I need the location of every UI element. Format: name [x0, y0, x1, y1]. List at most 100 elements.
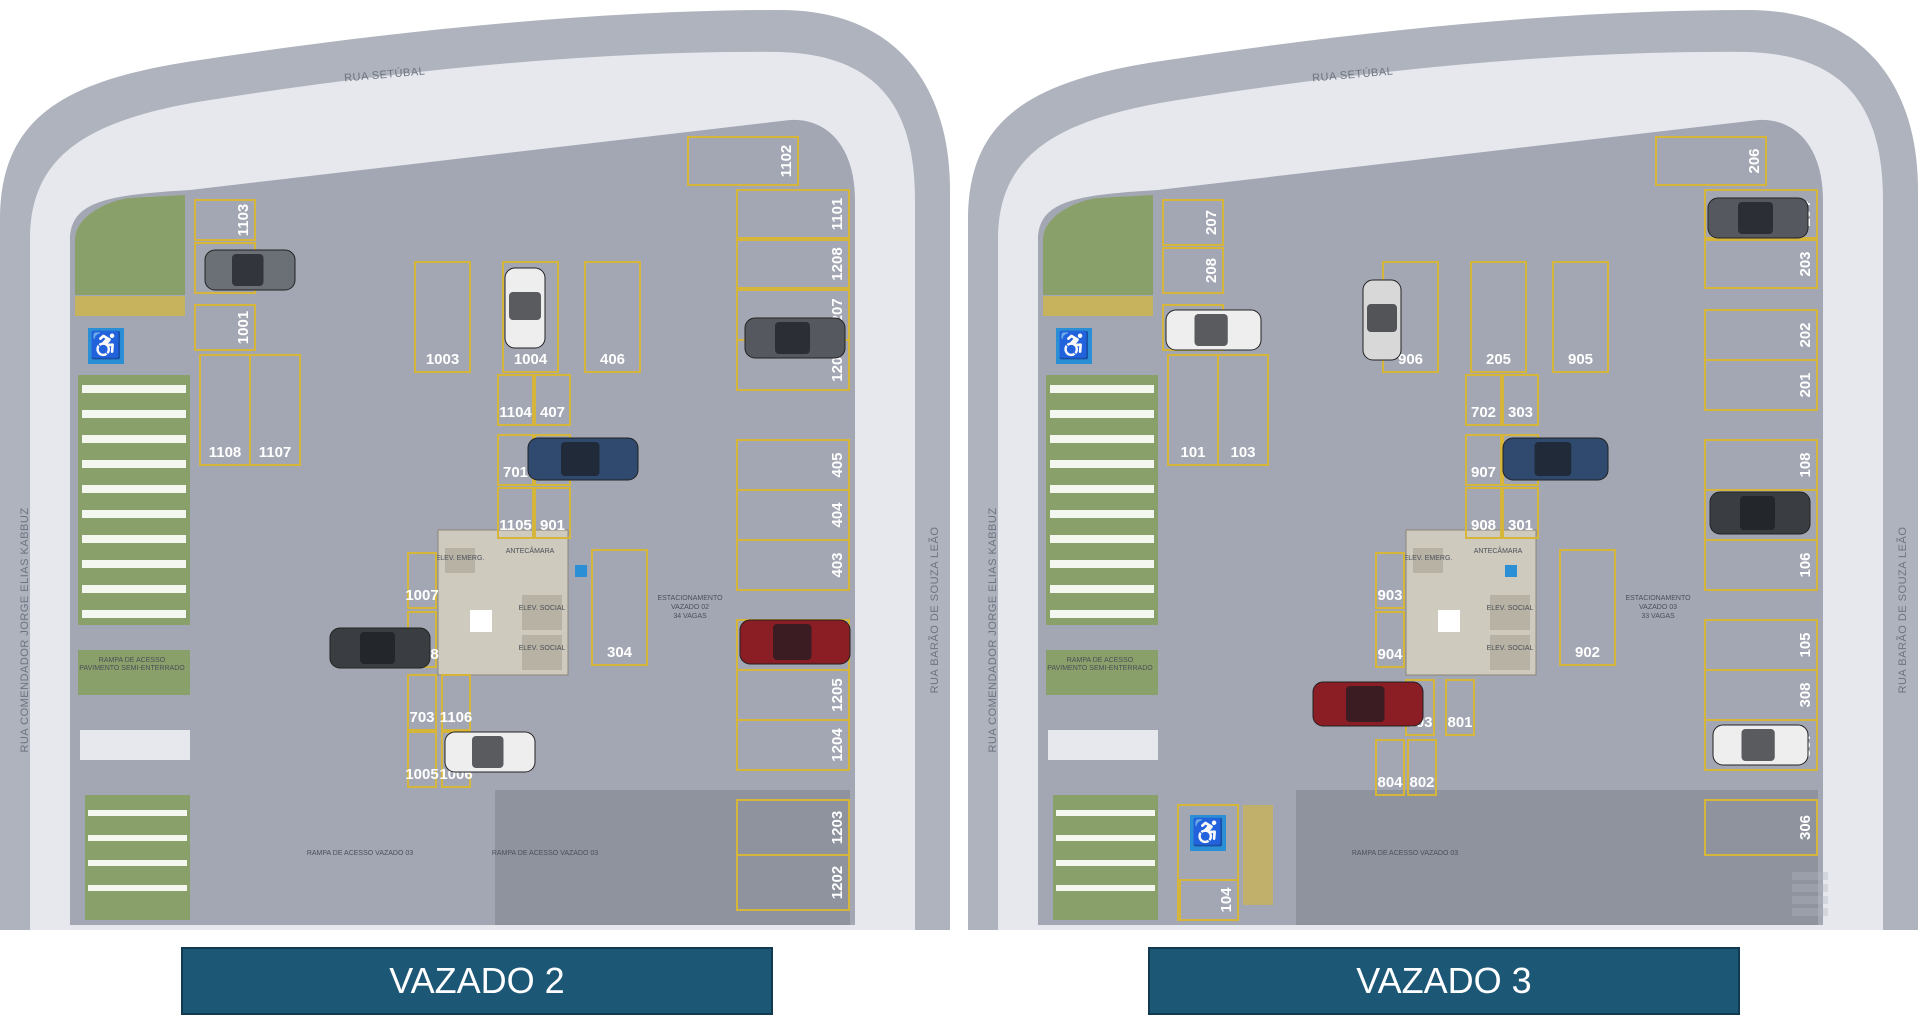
spot-number: 1208	[829, 247, 846, 280]
parking-spot	[1445, 679, 1475, 736]
parking-spot	[1704, 359, 1818, 411]
spot-number: 104	[1218, 887, 1235, 913]
parking-note-2: VAZADO 02	[671, 604, 709, 611]
spot-number: 403	[829, 552, 846, 577]
spot-number: 306	[1797, 815, 1814, 840]
accessible-sign	[1056, 328, 1092, 364]
spot-number: 1104	[499, 404, 532, 421]
ramp-stairs	[78, 375, 190, 920]
parking-spot	[1375, 552, 1405, 609]
spot-number: 801	[1447, 714, 1472, 731]
spot-number: 1001	[235, 311, 252, 344]
parking-spot	[194, 199, 256, 241]
spot-number: 1204	[829, 728, 846, 762]
spot-number: 407	[540, 404, 565, 421]
car-windshield	[360, 632, 395, 664]
hatched-strip	[1043, 296, 1153, 316]
title-banner-vazado-2: VAZADO 2	[181, 947, 773, 1015]
spot-number: 1003	[426, 351, 459, 368]
parking-spot	[1465, 434, 1502, 486]
parking-spot	[1179, 879, 1239, 921]
car-windshield	[509, 292, 541, 320]
spot-number: 202	[1797, 322, 1814, 347]
car-windshield	[232, 254, 264, 286]
core-label-elev-social-1: ELEV. SOCIAL	[1487, 605, 1534, 612]
spot-number: 1105	[499, 517, 532, 534]
access-label-2: PAVIMENTO SEMI-ENTERRADO	[1047, 665, 1153, 672]
parking-note-1: ESTACIONAMENTO	[1625, 595, 1691, 602]
spot-number: 203	[1797, 251, 1814, 276]
watermark-logo-icon	[1792, 872, 1828, 916]
parking-spot	[591, 549, 648, 666]
parking-spot	[1162, 247, 1224, 294]
parking-spot	[736, 239, 850, 289]
spot-number: 902	[1575, 644, 1600, 661]
ramp-area	[1296, 790, 1818, 925]
cars	[204, 249, 851, 773]
car-windshield	[472, 736, 504, 768]
spot-number: 1107	[259, 444, 292, 461]
parking-spot	[407, 674, 437, 731]
parking-spot	[1470, 261, 1527, 373]
wheelchair-icon: ♿	[1192, 817, 1224, 847]
spot-number: 108	[1797, 452, 1814, 477]
spot-number: 405	[829, 452, 846, 477]
parking-spot	[1375, 611, 1405, 668]
spot-number: 207	[1203, 210, 1220, 235]
parking-spot	[1704, 719, 1818, 771]
access-label-1: RAMPA DE ACESSO	[99, 657, 166, 664]
spot-number: 206	[1746, 148, 1763, 173]
street-right: RUA BARÃO DE SOUZA LEÃO	[928, 527, 941, 694]
parking-spot	[1465, 487, 1502, 539]
floor-plan-vazado-2: ♿ RAMPA DE ACESSO PAVIMENTO SEMI-ENTERRA…	[0, 0, 950, 930]
spot-number: 905	[1568, 351, 1593, 368]
spot-number: 101	[1180, 444, 1205, 461]
floor-plan-vazado-3: ♿ RAMPA DE ACESSO PAVIMENTO SEMI-ENTERRA…	[968, 0, 1918, 930]
core-label-elev-social-2: ELEV. SOCIAL	[1487, 645, 1534, 652]
car-windshield	[775, 322, 810, 354]
lawn	[1043, 195, 1153, 295]
parking-spot	[441, 674, 471, 731]
spot-number: 901	[540, 517, 565, 534]
title-banner-vazado-3: VAZADO 3	[1148, 947, 1740, 1015]
parking-spot	[534, 487, 571, 539]
ramp-label-2: RAMPA DE ACESSO VAZADO 03	[492, 850, 598, 857]
core-label-elev-social-2: ELEV. SOCIAL	[519, 645, 566, 652]
parking-note-2: VAZADO 03	[1639, 604, 1677, 611]
elevator-core	[1405, 529, 1537, 676]
spot-number: 304	[607, 644, 633, 661]
spot-number: 406	[600, 351, 625, 368]
parking-spot	[1552, 261, 1609, 373]
parking-note-3: 33 VAGAS	[1641, 613, 1675, 620]
car-windshield	[1194, 314, 1228, 346]
parking-spot	[502, 261, 559, 373]
parking-spot	[1704, 799, 1818, 856]
parking-spot	[1655, 136, 1767, 186]
parking-spot	[497, 374, 534, 426]
spot-number: 105	[1797, 632, 1814, 657]
parking-spot	[736, 539, 850, 591]
street-left: RUA COMENDADOR JORGE ELIAS KABBUZ	[19, 507, 31, 752]
hatched-strip	[75, 296, 185, 316]
access-label-1: RAMPA DE ACESSO	[1067, 657, 1134, 664]
hatched-zone	[1243, 805, 1273, 905]
ramp-label-1: RAMPA DE ACESSO VAZADO 03	[1352, 850, 1458, 857]
spot-number: 205	[1486, 351, 1511, 368]
parking-spot	[1502, 374, 1539, 426]
parking-spot	[194, 304, 256, 351]
parking-spot	[1465, 374, 1502, 426]
core-label-antecamara: ANTECÂMARA	[1474, 546, 1523, 555]
spot-number: 701	[503, 464, 528, 481]
parking-spot	[1704, 239, 1818, 289]
parking-spot	[414, 261, 471, 373]
spot-number: 702	[1471, 404, 1496, 421]
spot-number: 1103	[235, 204, 252, 237]
ramp-stairs	[1046, 375, 1158, 920]
car-windshield	[1741, 729, 1775, 761]
spot-number: 106	[1797, 552, 1814, 577]
core-label-elev-social-1: ELEV. SOCIAL	[519, 605, 566, 612]
street-left: RUA COMENDADOR JORGE ELIAS KABBUZ	[987, 507, 999, 752]
parking-spot	[1162, 199, 1224, 246]
spot-number: 308	[1797, 682, 1814, 707]
spot-number: 1007	[405, 587, 438, 604]
